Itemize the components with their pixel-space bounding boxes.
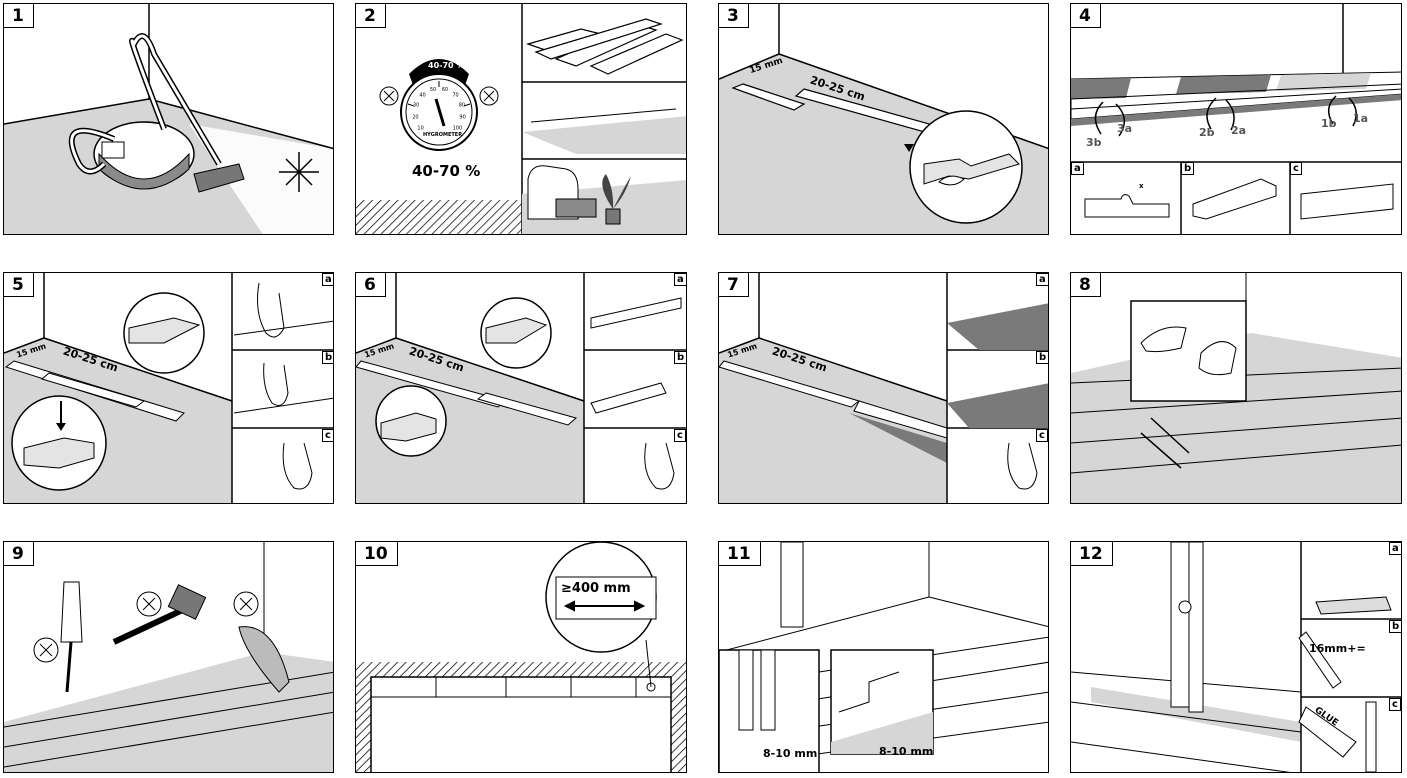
screwdriver-icon [60,581,83,693]
hand-icon [1140,326,1237,376]
row-step-3b: 3b [1086,136,1102,149]
row-step-3a: 3a [1117,122,1133,135]
dial-tick-label: 60 [442,87,448,93]
sub-label-b: b [1036,351,1048,364]
step-2-panel: 2 [355,3,687,235]
step-number: 6 [356,273,386,297]
last-row-press-illustration [1071,273,1401,503]
hand-icon [233,282,333,490]
glue-tube-icon [238,626,290,693]
step-number: 11 [719,542,761,566]
dial-tick-label: 50 [430,87,436,93]
dial-tick-label: 10 [417,125,423,131]
dial-tick-label: 80 [459,103,465,109]
step-number: 12 [1071,542,1113,566]
row-step-1a: 1a [1353,112,1369,125]
pipe-gap-label: 8-10 mm [763,747,818,760]
hand-icon [644,442,675,490]
first-row-laying-illustration [719,4,1048,234]
hand-icon [1007,442,1038,490]
door-frame-illustration [1071,542,1401,772]
arrow-icon [1140,417,1190,469]
sub-label-c: c [1290,162,1302,175]
sparkle-icon [279,152,319,192]
dial-tick-label: 30 [413,103,419,109]
expansion-gap-illustration [719,542,1048,772]
undercut-formula-label: 16mm+= [1309,642,1366,655]
not-allowed-icon [379,86,499,106]
row-completion-illustration [719,273,1048,503]
sub-label-c: c [1389,698,1401,711]
step-12-panel: 12 16mm+= GLUE a b c [1070,541,1402,773]
pencil-icon [1298,631,1342,689]
row-sequence-illustration [1071,4,1401,234]
step-11-panel: 11 8-10 mm 8-10 mm [718,541,1049,773]
sub-label-a: a [1036,273,1048,286]
vacuum-cleaner-icon [68,33,245,193]
rotation-arrow-icon [1094,95,1357,137]
click-joint-illustration [356,273,686,503]
sub-label-b: b [1181,162,1195,175]
stacked-planks-icon [526,18,684,75]
row-step-2b: 2b [1199,126,1215,139]
sub-label-a: a [1389,542,1401,555]
armchair-icon [527,165,597,220]
dial-tick-label: 90 [459,115,465,121]
row-step-1b: 1b [1321,117,1337,130]
dial-tick-label: 20 [412,115,418,121]
step-7-panel: 7 15 mm 20-25 cm a b c [718,272,1049,504]
sub-label-c: c [1036,429,1048,442]
hygrometer-label: HYGROMETER [423,132,463,138]
step-number: 4 [1071,4,1101,28]
sub-label-c: c [674,429,686,442]
sub-label-b: b [674,351,686,364]
step-number: 5 [4,273,34,297]
sub-label-c: c [322,429,333,442]
sub-label-b: b [1389,620,1401,633]
no-nails-screws-glue-illustration [4,542,333,772]
step-6-panel: 6 15 mm 20-25 cm a b c [355,272,687,504]
step-8-panel: 8 [1070,272,1402,504]
sub-label-a: a [322,273,333,286]
row-step-2a: 2a [1231,124,1247,137]
hygrometer-band-label: 40-70 % [428,61,465,70]
tongue-groove-detail-icon [1084,178,1394,220]
plant-icon [602,174,631,225]
door-handle-icon [1178,600,1192,614]
step-number: 3 [719,4,749,28]
sub-label-a: a [674,273,686,286]
dial-tick-label: 100 [453,125,463,131]
step-number: 9 [4,542,34,566]
not-allowed-icon [33,591,259,663]
step-10-panel: 10 ≥400 mm [355,541,687,773]
step-number: 2 [356,4,386,28]
hygrometer-icon [400,59,478,151]
step-number: 1 [4,4,34,28]
sub-label-b: b [322,351,333,364]
sub-label-a: a [1071,162,1084,175]
magnifier-click-detail-icon [904,110,1023,224]
step-number: 8 [1071,273,1101,297]
dial-tick-label: 40 [419,93,425,99]
step-number: 10 [356,542,398,566]
stair-gap-label: 8-10 mm [879,745,934,758]
gap-mark-label: x [1139,182,1144,190]
dial-tick-label: 70 [452,93,458,99]
min-length-label: ≥400 mm [561,581,631,596]
vacuum-cleaning-illustration [4,4,333,234]
hammer-icon [112,584,207,645]
double-arrow-icon [563,600,646,612]
pipe-icon [738,649,776,731]
step-4-panel: 4 3b 3a 2b 2a 1b 1a a b c x [1070,3,1402,235]
step-1-panel: 1 [3,3,334,235]
plank-length-rule-illustration [356,542,686,772]
step-5-panel: 5 15 mm 20-25 cm a b c [3,272,334,504]
humidity-range-label: 40-70 % [412,162,481,180]
step-3-panel: 3 15 mm 20-25 cm [718,3,1049,235]
step-9-panel: 9 [3,541,334,773]
glue-bottle-icon [1298,706,1357,758]
second-row-click-illustration [4,273,333,503]
step-number: 7 [719,273,749,297]
